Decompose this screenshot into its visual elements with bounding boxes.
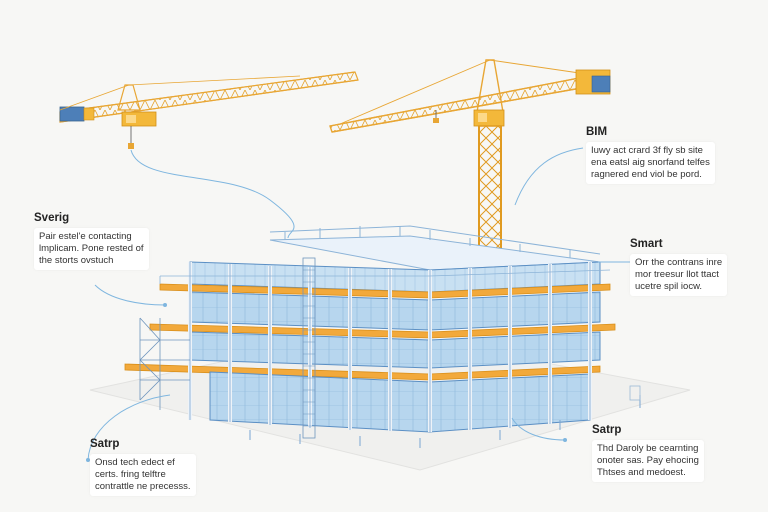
right-tower-crane: [329, 59, 611, 251]
callout-body: Orr the contrans inre mor treesur llot t…: [630, 254, 728, 296]
callout-sverig: Sverig Pair estel'e contacting lmplicam.…: [34, 212, 149, 270]
callout-line: lmplicam. Pone rested of: [39, 243, 144, 254]
callout-title: Satrp: [90, 438, 120, 450]
callout-line: ena eatsl aig snorfand telfes: [591, 157, 710, 168]
callout-smart: Smart Orr the contrans inre mor treesur …: [630, 238, 728, 296]
callout-title: Smart: [630, 238, 663, 250]
callout-satrp-left: Satrp Onsd tech edect ef certs. fring te…: [90, 438, 196, 496]
callout-line: Thtses and medoest.: [597, 467, 686, 478]
callout-body: Pair estel'e contacting lmplicam. Pone r…: [34, 228, 149, 270]
callout-line: mor treesur llot ttact: [635, 269, 719, 280]
callout-line: contrattle ne precesss.: [95, 481, 191, 492]
callout-body: Thd Daroly be cearnting onoter sas. Pay …: [592, 440, 704, 482]
building-under-construction: [124, 225, 641, 448]
callout-title: BIM: [586, 126, 608, 138]
callout-line: Thd Daroly be cearnting: [597, 443, 699, 454]
callout-body: Iuwy act crard 3f fly sb site ena eatsl …: [586, 142, 715, 184]
left-tower-crane: [59, 71, 359, 149]
callout-bim: BIM Iuwy act crard 3f fly sb site ena ea…: [586, 126, 715, 184]
callout-line: ucetre spil iocw.: [635, 281, 703, 292]
callout-line: Pair estel'e contacting: [39, 231, 132, 242]
callout-line: Orr the contrans inre: [635, 257, 723, 268]
callout-title: Satrp: [592, 424, 622, 436]
connector-dots: [86, 303, 567, 462]
callout-title: Sverig: [34, 212, 70, 224]
callout-satrp-right: Satrp Thd Daroly be cearnting onoter sas…: [592, 424, 704, 482]
callout-line: Iuwy act crard 3f fly sb site: [591, 145, 703, 156]
callout-line: the storts ovstuch: [39, 255, 114, 266]
callout-line: ragnered end viol be pord.: [591, 169, 702, 180]
callout-connectors: [87, 147, 630, 461]
callout-body: Onsd tech edect ef certs. fring telftre …: [90, 454, 196, 496]
callout-line: Onsd tech edect ef: [95, 457, 175, 468]
callout-line: onoter sas. Pay ehocing: [597, 455, 699, 466]
callout-line: certs. fring telftre: [95, 469, 166, 480]
